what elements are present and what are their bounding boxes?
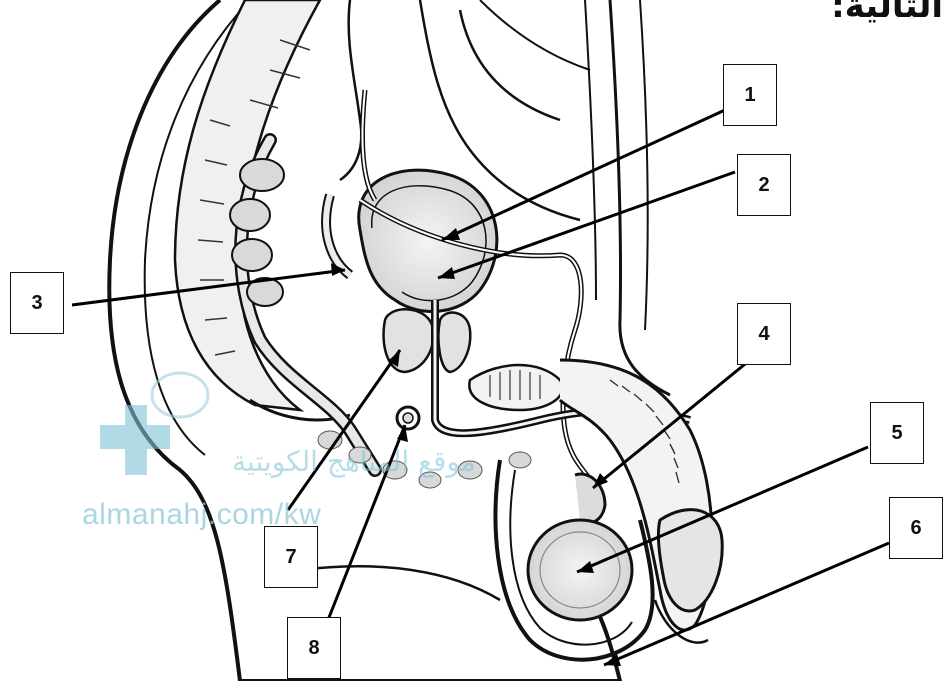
label-2-text: 2: [758, 174, 769, 197]
label-box-2: 2: [737, 154, 791, 216]
label-3-text: 3: [31, 292, 42, 315]
urinary-bladder: [359, 170, 497, 311]
arrow-6: [604, 543, 889, 665]
watermark-arabic: موقع المناهج الكويتية: [232, 445, 476, 478]
label-box-7: 7: [264, 526, 318, 588]
prostate-right: [438, 313, 470, 372]
label-6-text: 6: [910, 517, 921, 540]
bulbourethral-gland-core: [403, 413, 413, 423]
label-7-text: 7: [285, 546, 296, 569]
label-1-text: 1: [744, 84, 755, 107]
label-box-8: 8: [287, 617, 341, 679]
intestine-loop: [480, 0, 590, 70]
label-box-1: 1: [723, 64, 777, 126]
arrow-7: [288, 350, 400, 510]
label-box-3: 3: [10, 272, 64, 334]
watermark-logo: [100, 373, 208, 475]
thigh: [300, 566, 500, 600]
label-box-5: 5: [870, 402, 924, 464]
label-8-text: 8: [308, 637, 319, 660]
abdominal-wall-inner: [585, 0, 596, 300]
label-4-text: 4: [758, 323, 769, 346]
pubic-bone: [469, 365, 562, 410]
abdominal-wall-outer: [640, 0, 648, 330]
seminal-vesicle-inner: [326, 195, 350, 275]
arrow-1: [442, 110, 725, 240]
label-box-4: 4: [737, 303, 791, 365]
label-box-6: 6: [889, 497, 943, 559]
label-5-text: 5: [891, 422, 902, 445]
